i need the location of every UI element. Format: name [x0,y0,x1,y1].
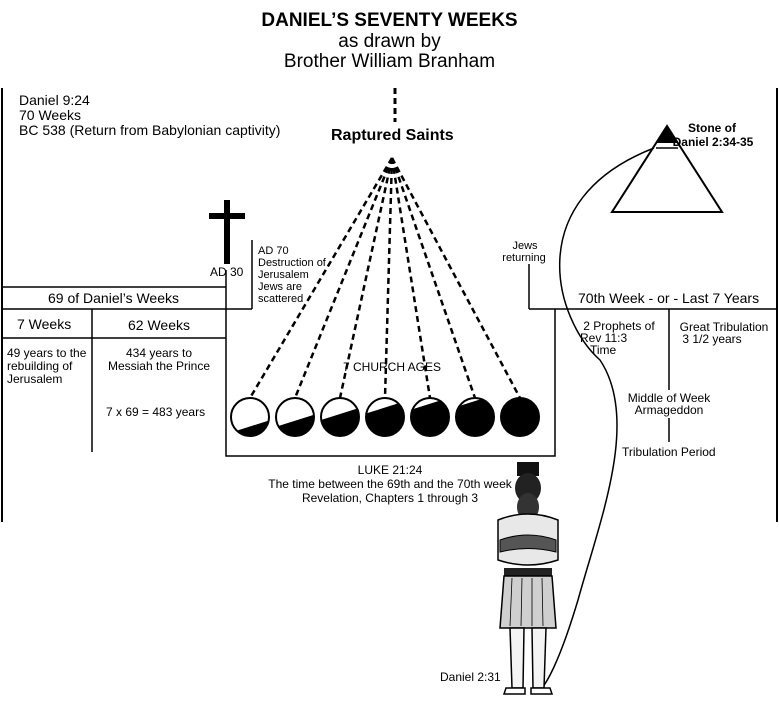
great-tribulation-2: 3 1/2 years [682,332,742,346]
church-age-circle [500,397,540,437]
rapture-rays [248,157,522,399]
calc-label: 7 x 69 = 483 years [106,405,206,419]
raptured-saints-label: Raptured Saints [331,127,454,144]
stone-path-curve [534,147,655,695]
ad30-label: AD 30 [210,265,244,279]
tribulation-period-label: Tribulation Period [622,445,716,459]
ad70-line-5: scattered [258,293,304,305]
seven-weeks-desc-1: 49 years to the [7,346,87,360]
rapture-ray [293,157,394,399]
rapture-ray [383,157,394,399]
rapture-ray [390,157,432,399]
rapture-ray [390,157,522,399]
statue-icon [497,462,559,695]
sixty-two-desc-1: 434 years to [125,346,193,360]
church-age-circle [230,397,270,437]
ad70-line-2: Destruction of [258,257,326,269]
church-age-circle [455,397,495,437]
sixty-two-weeks-label: 62 Weeks [128,317,190,333]
statue-label: Daniel 2:31 [440,670,501,684]
ad70-line-3: Jerusalem [258,269,309,281]
ad70-line-1: AD 70 [258,245,289,257]
stone-pyramid-icon [610,124,724,213]
jews-returning-1: Jews [512,240,538,252]
seventieth-week-label: 70th Week - or - Last 7 Years [578,290,760,306]
seven-weeks-label: 7 Weeks [17,316,72,332]
stone-label-1: Stone of [688,121,736,135]
title-line-1: DANIEL’S SEVENTY WEEKS [261,10,518,31]
great-tribulation-1: Great Tribulation [679,320,769,334]
rapture-ray [390,157,477,399]
ad70-line-4: Jews are [258,281,303,293]
daniel-ref: Daniel 9:24 [19,92,90,108]
start-date: BC 538 (Return from Babylonian captivity… [19,122,281,138]
church-age-circle [320,397,360,437]
church-age-circle [275,397,315,437]
church-age-circle [365,397,405,437]
middle-week-2: Armageddon [634,403,704,417]
luke-line-2: The time between the 69th and the 70th w… [268,477,512,491]
church-age-circles [230,397,540,437]
two-prophets-2: Rev 11:3 [580,331,628,345]
stone-label-2: Daniel 2:34-35 [672,135,754,149]
two-prophets-1: 2 Prophets of [583,319,655,333]
rapture-ray [338,157,394,399]
sixty-nine-weeks-label: 69 of Daniel’s Weeks [48,290,179,306]
two-prophets-3: Time [590,343,617,357]
sixty-two-desc-2: Messiah the Prince [107,359,211,373]
middle-week-1: Middle of Week [627,391,711,405]
title-line-2: as drawn by [338,31,441,52]
church-ages-label: 7 CHURCH AGES [343,360,442,374]
church-age-box [225,309,556,457]
luke-line-1: LUKE 21:24 [357,463,423,477]
jews-returning-2: returning [502,252,546,264]
rapture-ray [248,157,394,399]
seventy-weeks-label: 70 Weeks [19,107,81,123]
luke-line-3: Revelation, Chapters 1 through 3 [301,491,479,505]
cross-icon [209,200,245,264]
seven-weeks-desc-2: rebuilding of [7,359,73,373]
church-age-circle [410,397,450,437]
seven-weeks-desc-3: Jerusalem [7,372,63,386]
title-line-3: Brother William Branham [283,51,496,72]
